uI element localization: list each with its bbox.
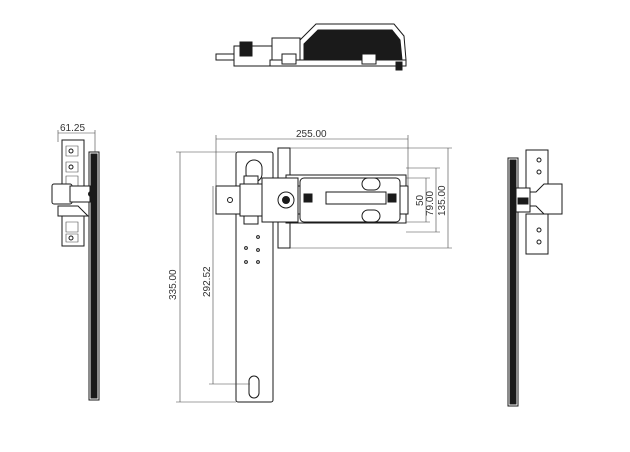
- dim-mount-height: 135.00: [437, 185, 448, 216]
- left-side-view: [51, 139, 100, 401]
- right-side-view: [507, 149, 563, 407]
- dim-bracket-height: 79.00: [425, 191, 436, 216]
- dim-height-inner: 292.52: [202, 266, 213, 297]
- dim-width-overall: 255.00: [296, 129, 327, 140]
- dim-slot-height: 50: [415, 194, 426, 206]
- top-view: [215, 23, 407, 71]
- front-view: [215, 147, 409, 403]
- dim-side-depth: 61.25: [60, 123, 85, 134]
- dim-height-overall: 335.00: [168, 269, 179, 300]
- dimension-lines: [57, 130, 452, 403]
